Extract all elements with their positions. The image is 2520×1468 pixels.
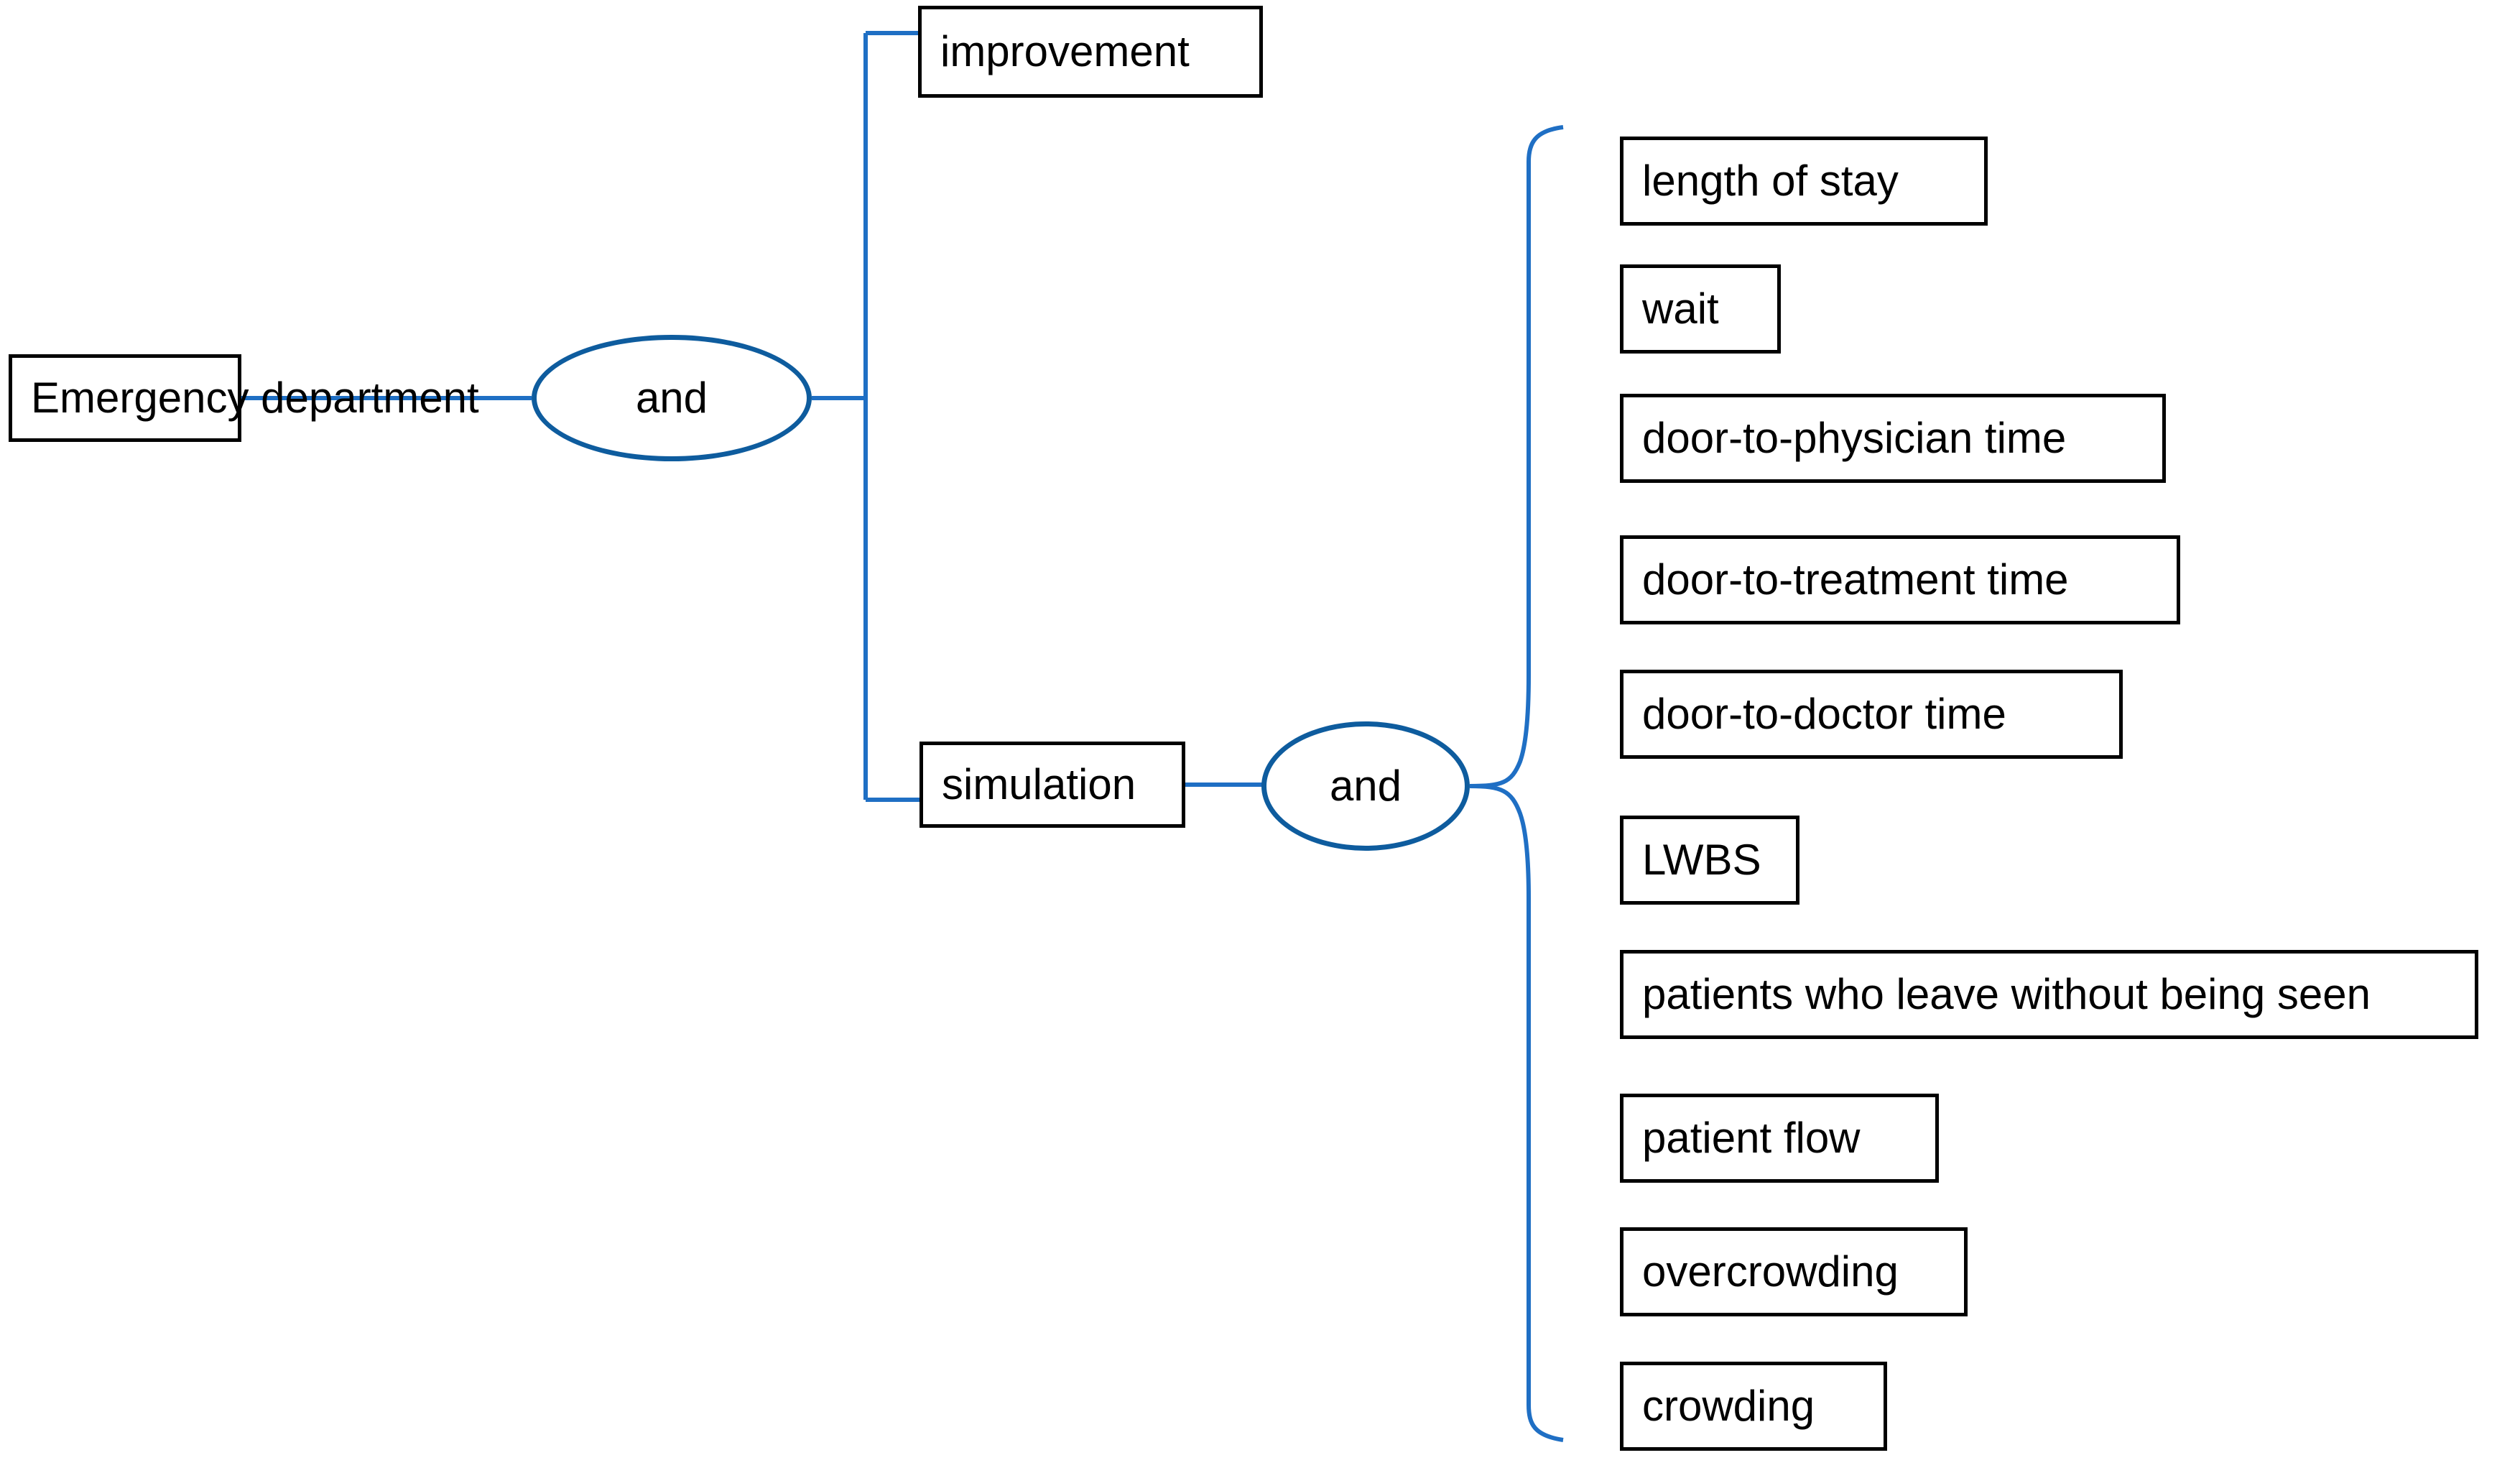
node-label: improvement (940, 27, 1190, 75)
node-leaf-length-of-stay[interactable]: length of stay (1620, 137, 1988, 226)
edge-brace-to-leaves-lower (1469, 784, 1564, 1442)
node-leaf-door-to-doctor-time[interactable]: door-to-doctor time (1620, 670, 2123, 759)
node-label: patient flow (1642, 1114, 1861, 1162)
node-label: simulation (942, 760, 1136, 808)
node-label: Emergency department (31, 374, 479, 422)
node-leaf-patient-flow[interactable]: patient flow (1620, 1094, 1939, 1183)
node-label: patients who leave without being seen (1642, 970, 2371, 1018)
node-simulation[interactable]: simulation (919, 742, 1185, 828)
edge-brace-to-leaves (1469, 125, 1564, 788)
node-label: and (1329, 762, 1402, 810)
node-label: wait (1642, 285, 1719, 333)
node-label: LWBS (1642, 836, 1761, 884)
node-emergency-department[interactable]: Emergency department (9, 354, 479, 442)
node-label: door-to-doctor time (1642, 690, 2006, 738)
node-leaf-patients-who-leave-without-being-seen[interactable]: patients who leave without being seen (1620, 950, 2478, 1039)
node-operator-and-1[interactable]: and (532, 335, 812, 461)
node-label: and (635, 374, 708, 422)
node-label: overcrowding (1642, 1247, 1899, 1296)
node-leaf-crowding[interactable]: crowding (1620, 1362, 1887, 1451)
node-label: crowding (1642, 1382, 1815, 1430)
node-operator-and-2[interactable]: and (1261, 721, 1470, 851)
node-label: length of stay (1642, 157, 1899, 205)
node-leaf-wait[interactable]: wait (1620, 264, 1781, 354)
node-improvement[interactable]: improvement (918, 6, 1263, 98)
node-leaf-door-to-physician-time[interactable]: door-to-physician time (1620, 394, 2166, 483)
node-label: door-to-treatment time (1642, 555, 2069, 604)
node-label: door-to-physician time (1642, 414, 2067, 462)
node-leaf-lwbs[interactable]: LWBS (1620, 816, 1799, 905)
node-leaf-door-to-treatment-time[interactable]: door-to-treatment time (1620, 535, 2180, 624)
node-leaf-overcrowding[interactable]: overcrowding (1620, 1227, 1968, 1316)
